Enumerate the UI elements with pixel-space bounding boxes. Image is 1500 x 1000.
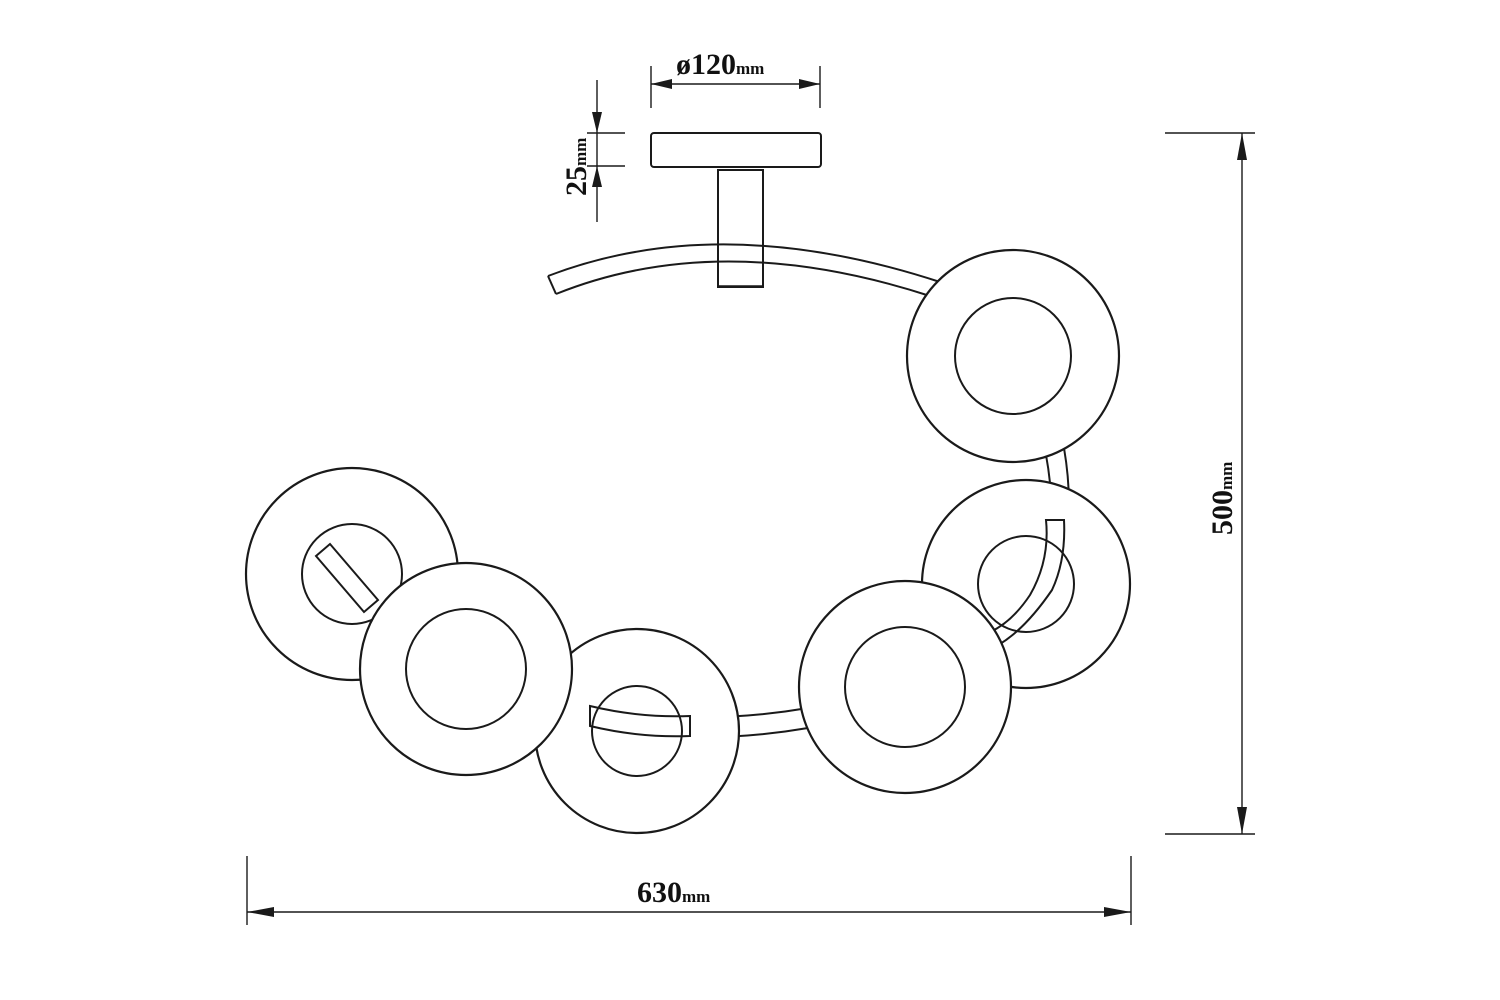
canopy-diameter-label: ø120mm — [676, 48, 764, 81]
canopy-height-dimension: 25mm — [560, 80, 625, 222]
mount-stem — [717, 169, 764, 288]
shade-front-right — [797, 579, 1013, 795]
total-height-dimension: 500mm — [1165, 132, 1255, 835]
total-width-label: 630mm — [637, 876, 710, 909]
canopy-diameter-dimension: ø120mm — [650, 48, 821, 108]
ceiling-canopy — [650, 132, 822, 168]
total-width-dimension: 630mm — [246, 856, 1132, 925]
shade-top-right — [905, 248, 1121, 464]
shade-bottom-center — [533, 627, 741, 835]
canopy-height-label: 25mm — [560, 138, 593, 196]
total-height-label: 500mm — [1206, 462, 1239, 535]
shade-front-left — [358, 561, 574, 777]
